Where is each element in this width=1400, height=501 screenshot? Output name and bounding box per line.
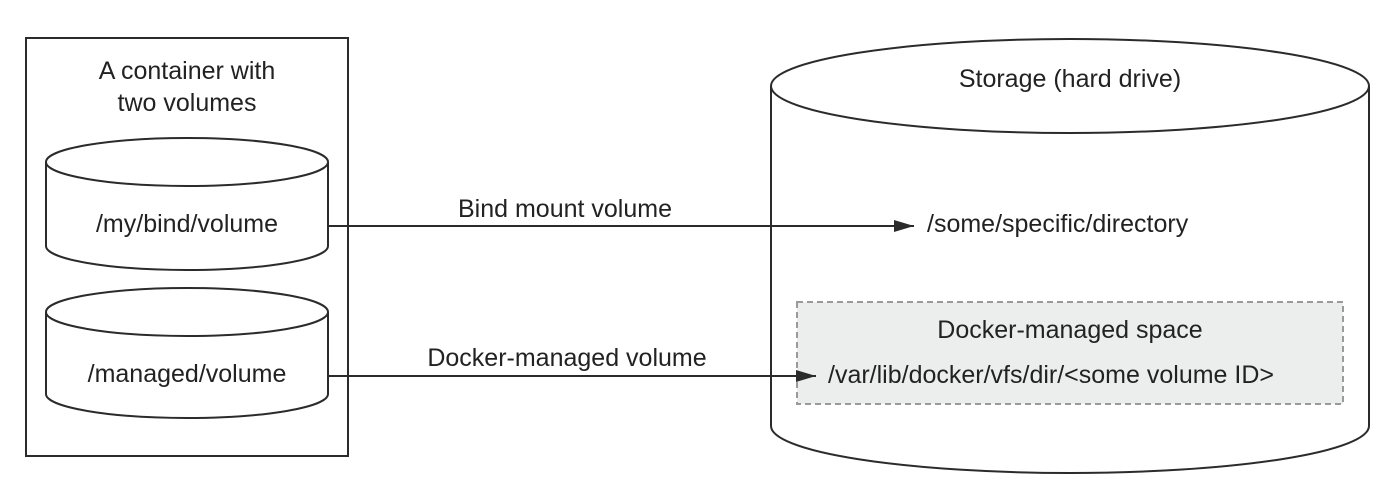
storage-top	[770, 38, 1370, 134]
docker-managed-space-box	[796, 301, 1344, 405]
bind-volume-top	[45, 137, 329, 187]
container-title-line2: two volumes	[118, 89, 257, 117]
specific-directory-label: /some/specific/directory	[927, 210, 1189, 238]
managed-volume-top	[45, 287, 329, 337]
docker-managed-label: Docker-managed volume	[427, 344, 706, 372]
managed-volume-label: /managed/volume	[88, 360, 287, 388]
storage-title: Storage (hard drive)	[959, 65, 1181, 93]
docker-managed-space-path: /var/lib/docker/vfs/dir/<some volume ID>	[828, 361, 1274, 389]
storage-node: Storage (hard drive) /some/specific/dire…	[770, 38, 1370, 474]
managed-volume-node: /managed/volume	[45, 287, 329, 419]
bind-volume-label: /my/bind/volume	[96, 210, 278, 238]
bind-mount-edge: Bind mount volume	[329, 195, 914, 232]
docker-managed-space-title: Docker-managed space	[937, 316, 1202, 344]
docker-managed-edge: Docker-managed volume	[329, 344, 816, 382]
bind-volume-node: /my/bind/volume	[45, 137, 329, 271]
container-title-line1: A container with	[99, 57, 276, 85]
storage-body	[770, 86, 1370, 474]
bind-mount-label: Bind mount volume	[458, 195, 672, 223]
docker-managed-space: Docker-managed space /var/lib/docker/vfs…	[796, 301, 1344, 405]
bind-volume-body	[45, 162, 329, 271]
managed-volume-body	[45, 312, 329, 419]
